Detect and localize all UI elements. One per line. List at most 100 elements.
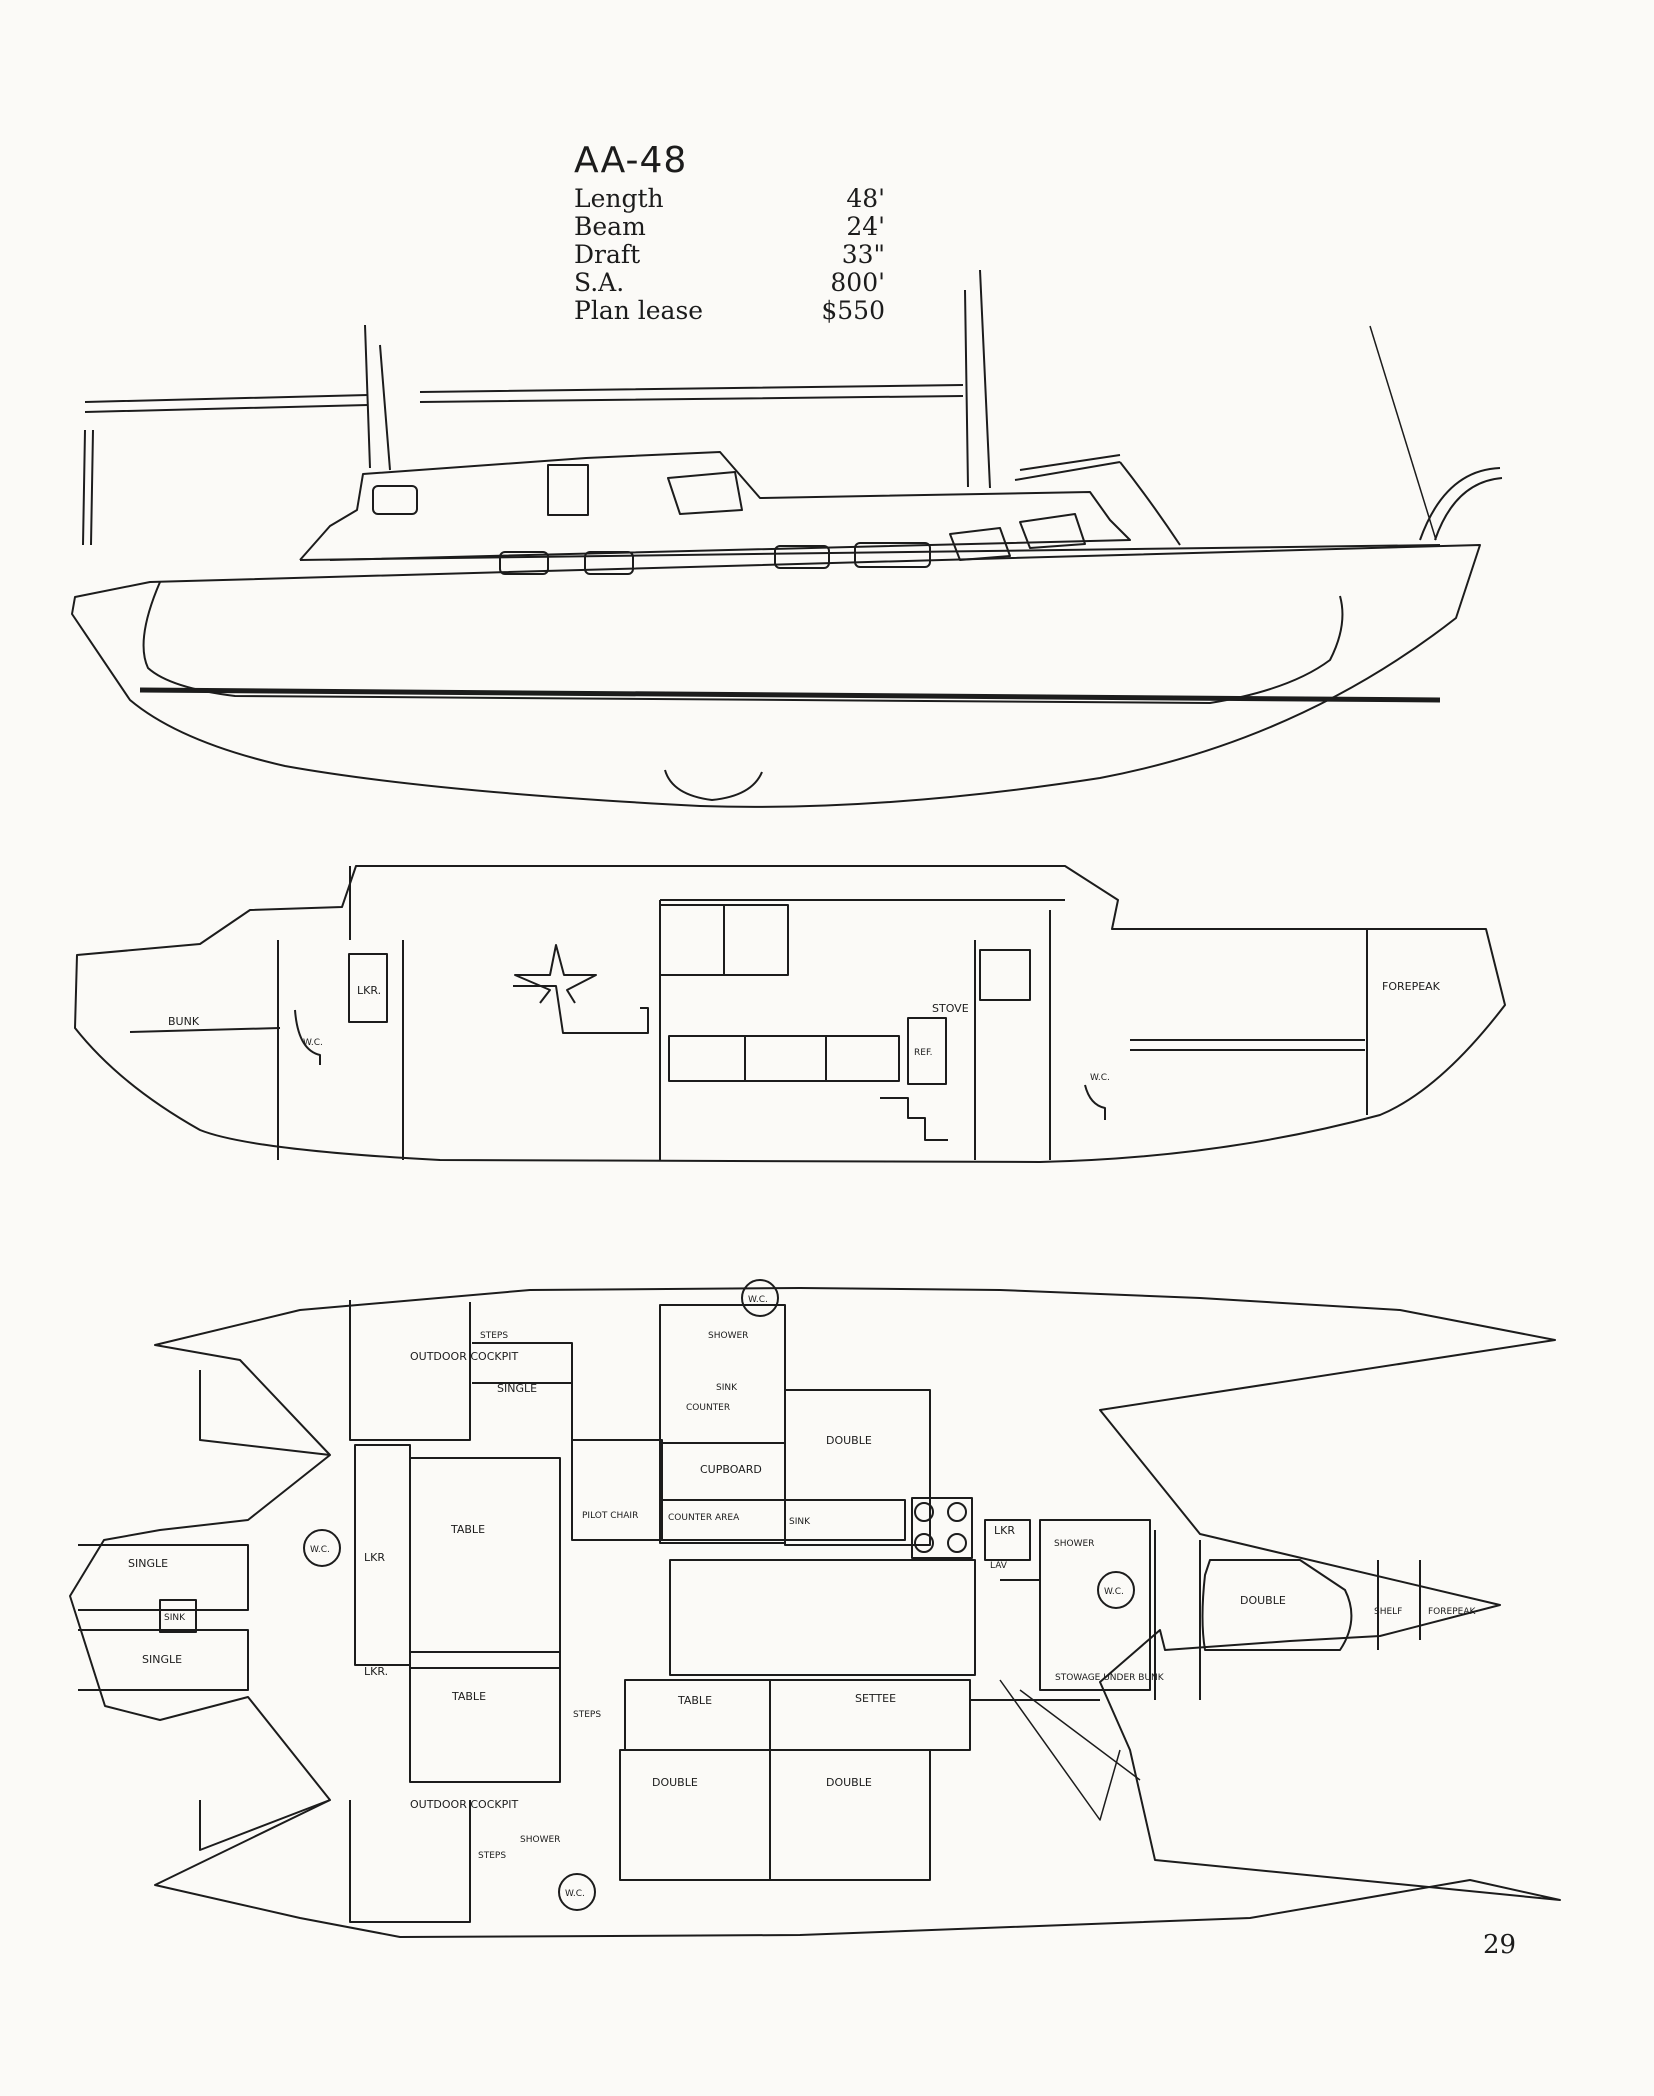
galley-floor — [669, 1559, 976, 1676]
bow-rail-post — [1119, 461, 1181, 546]
stern-post — [82, 429, 94, 546]
stove — [911, 1497, 973, 1559]
label-single: SINGLE — [142, 1653, 182, 1666]
window — [949, 527, 1011, 561]
cabin-single-top — [571, 1439, 663, 1541]
helm-wheel — [514, 944, 597, 1004]
label-stove: STOVE — [932, 1002, 969, 1015]
burner — [914, 1533, 934, 1553]
cabinet — [979, 949, 1031, 1001]
window — [584, 551, 634, 575]
cabinet-doors — [744, 1036, 827, 1081]
spec-row-sail-area: S.A. 800' — [574, 269, 885, 297]
label-shower: SHOWER — [520, 1835, 560, 1845]
fore-boom — [419, 384, 964, 403]
burner — [914, 1502, 934, 1522]
label-wc: W.C. — [748, 1295, 768, 1305]
label-lkr: LKR. — [357, 984, 381, 997]
label-steps: STEPS — [480, 1331, 508, 1341]
label-table: TABLE — [677, 1694, 712, 1707]
label-table: TABLE — [451, 1690, 486, 1703]
sail-drape — [999, 1679, 1141, 1821]
helm-pedestal — [513, 985, 649, 1034]
label-lkr: LKR. — [364, 1665, 388, 1678]
spec-row-plan-lease: Plan lease $550 — [574, 297, 885, 325]
spec-label: Plan lease — [574, 296, 704, 325]
double-berth-fwd — [1201, 1559, 1353, 1651]
deck-line — [299, 544, 1441, 561]
label-lkr: LKR — [364, 1551, 385, 1564]
pulpit — [1419, 467, 1503, 541]
label-steps: STEPS — [573, 1710, 601, 1720]
head-fwd — [1039, 1519, 1151, 1691]
window — [372, 485, 418, 515]
label-stowage: STOWAGE UNDER BUNK — [1055, 1673, 1165, 1683]
spec-label: S.A. — [574, 268, 625, 297]
saloon-table-top — [409, 1457, 561, 1669]
hull-profile — [71, 544, 1481, 808]
label-cupboard: CUPBOARD — [700, 1463, 762, 1476]
fwd-bulkheads — [1154, 1530, 1201, 1700]
label-steps: STEPS — [478, 1851, 506, 1861]
label-counter: COUNTER — [686, 1403, 730, 1413]
bunk-line — [129, 1027, 281, 1033]
page-number: 29 — [1483, 1930, 1517, 1960]
inboard-hull — [74, 865, 1506, 1163]
galley-cabinet — [668, 1035, 900, 1082]
aft-boom — [84, 394, 369, 413]
companion-steps — [880, 1097, 948, 1141]
bulkheads — [277, 900, 1368, 1160]
window — [774, 545, 830, 569]
label-sink-galley: SINK — [789, 1517, 811, 1527]
label-wc: W.C. — [310, 1545, 330, 1555]
label-settee: SETTEE — [855, 1692, 896, 1705]
cabin-lines — [349, 866, 1065, 940]
toilet — [294, 1009, 321, 1065]
spec-value: 24' — [846, 212, 885, 241]
label-sink: SINK — [716, 1383, 738, 1393]
burner — [947, 1502, 967, 1522]
spec-row-length: Length 48' — [574, 185, 885, 213]
spec-block: AA-48 Length 48' Beam 24' Draft 33" S.A.… — [574, 140, 885, 325]
stowage-line — [970, 1579, 1100, 1701]
label-double: DOUBLE — [826, 1434, 872, 1447]
window — [667, 471, 743, 515]
inboard-profile — [74, 865, 1506, 1163]
toilet — [1084, 1084, 1106, 1120]
refrigerator — [907, 1017, 947, 1085]
label-pilot-chair: PILOT CHAIR — [582, 1511, 638, 1521]
label-lav: LAV — [990, 1561, 1008, 1571]
window — [499, 551, 549, 575]
label-wc: W.C. — [303, 1038, 323, 1048]
forepeak-bunk — [1130, 1039, 1365, 1051]
spec-value: 800' — [830, 268, 885, 297]
bow-rail — [1014, 454, 1121, 481]
spec-row-draft: Draft 33" — [574, 241, 885, 269]
label-counter-area: COUNTER AREA — [668, 1513, 740, 1523]
aft-singles — [78, 1544, 249, 1691]
burner — [947, 1533, 967, 1553]
steps-box — [472, 1342, 573, 1460]
fore-mast — [964, 269, 991, 489]
label-wc: W.C. — [1104, 1587, 1124, 1597]
cupboard-area — [659, 1442, 786, 1544]
label-bunk: BUNK — [168, 1015, 200, 1028]
label-shelf: SHELF — [1374, 1607, 1402, 1617]
settee — [769, 1679, 971, 1751]
label-double: DOUBLE — [1240, 1594, 1286, 1607]
sink-aft — [159, 1599, 197, 1633]
plan-outline — [69, 1287, 1561, 1938]
counter-area — [659, 1499, 906, 1541]
label-sink: SINK — [164, 1613, 186, 1623]
head-top — [659, 1304, 786, 1444]
label-shower: SHOWER — [708, 1331, 748, 1341]
label-single: SINGLE — [128, 1557, 168, 1570]
window — [1019, 513, 1086, 549]
label-single: SINGLE — [497, 1382, 537, 1395]
label-ref: REF. — [914, 1048, 933, 1058]
hull-bows — [199, 1370, 331, 1851]
keel-bulb — [664, 769, 763, 801]
wc-symbol — [558, 1873, 596, 1911]
label-shower: SHOWER — [1054, 1539, 1094, 1549]
